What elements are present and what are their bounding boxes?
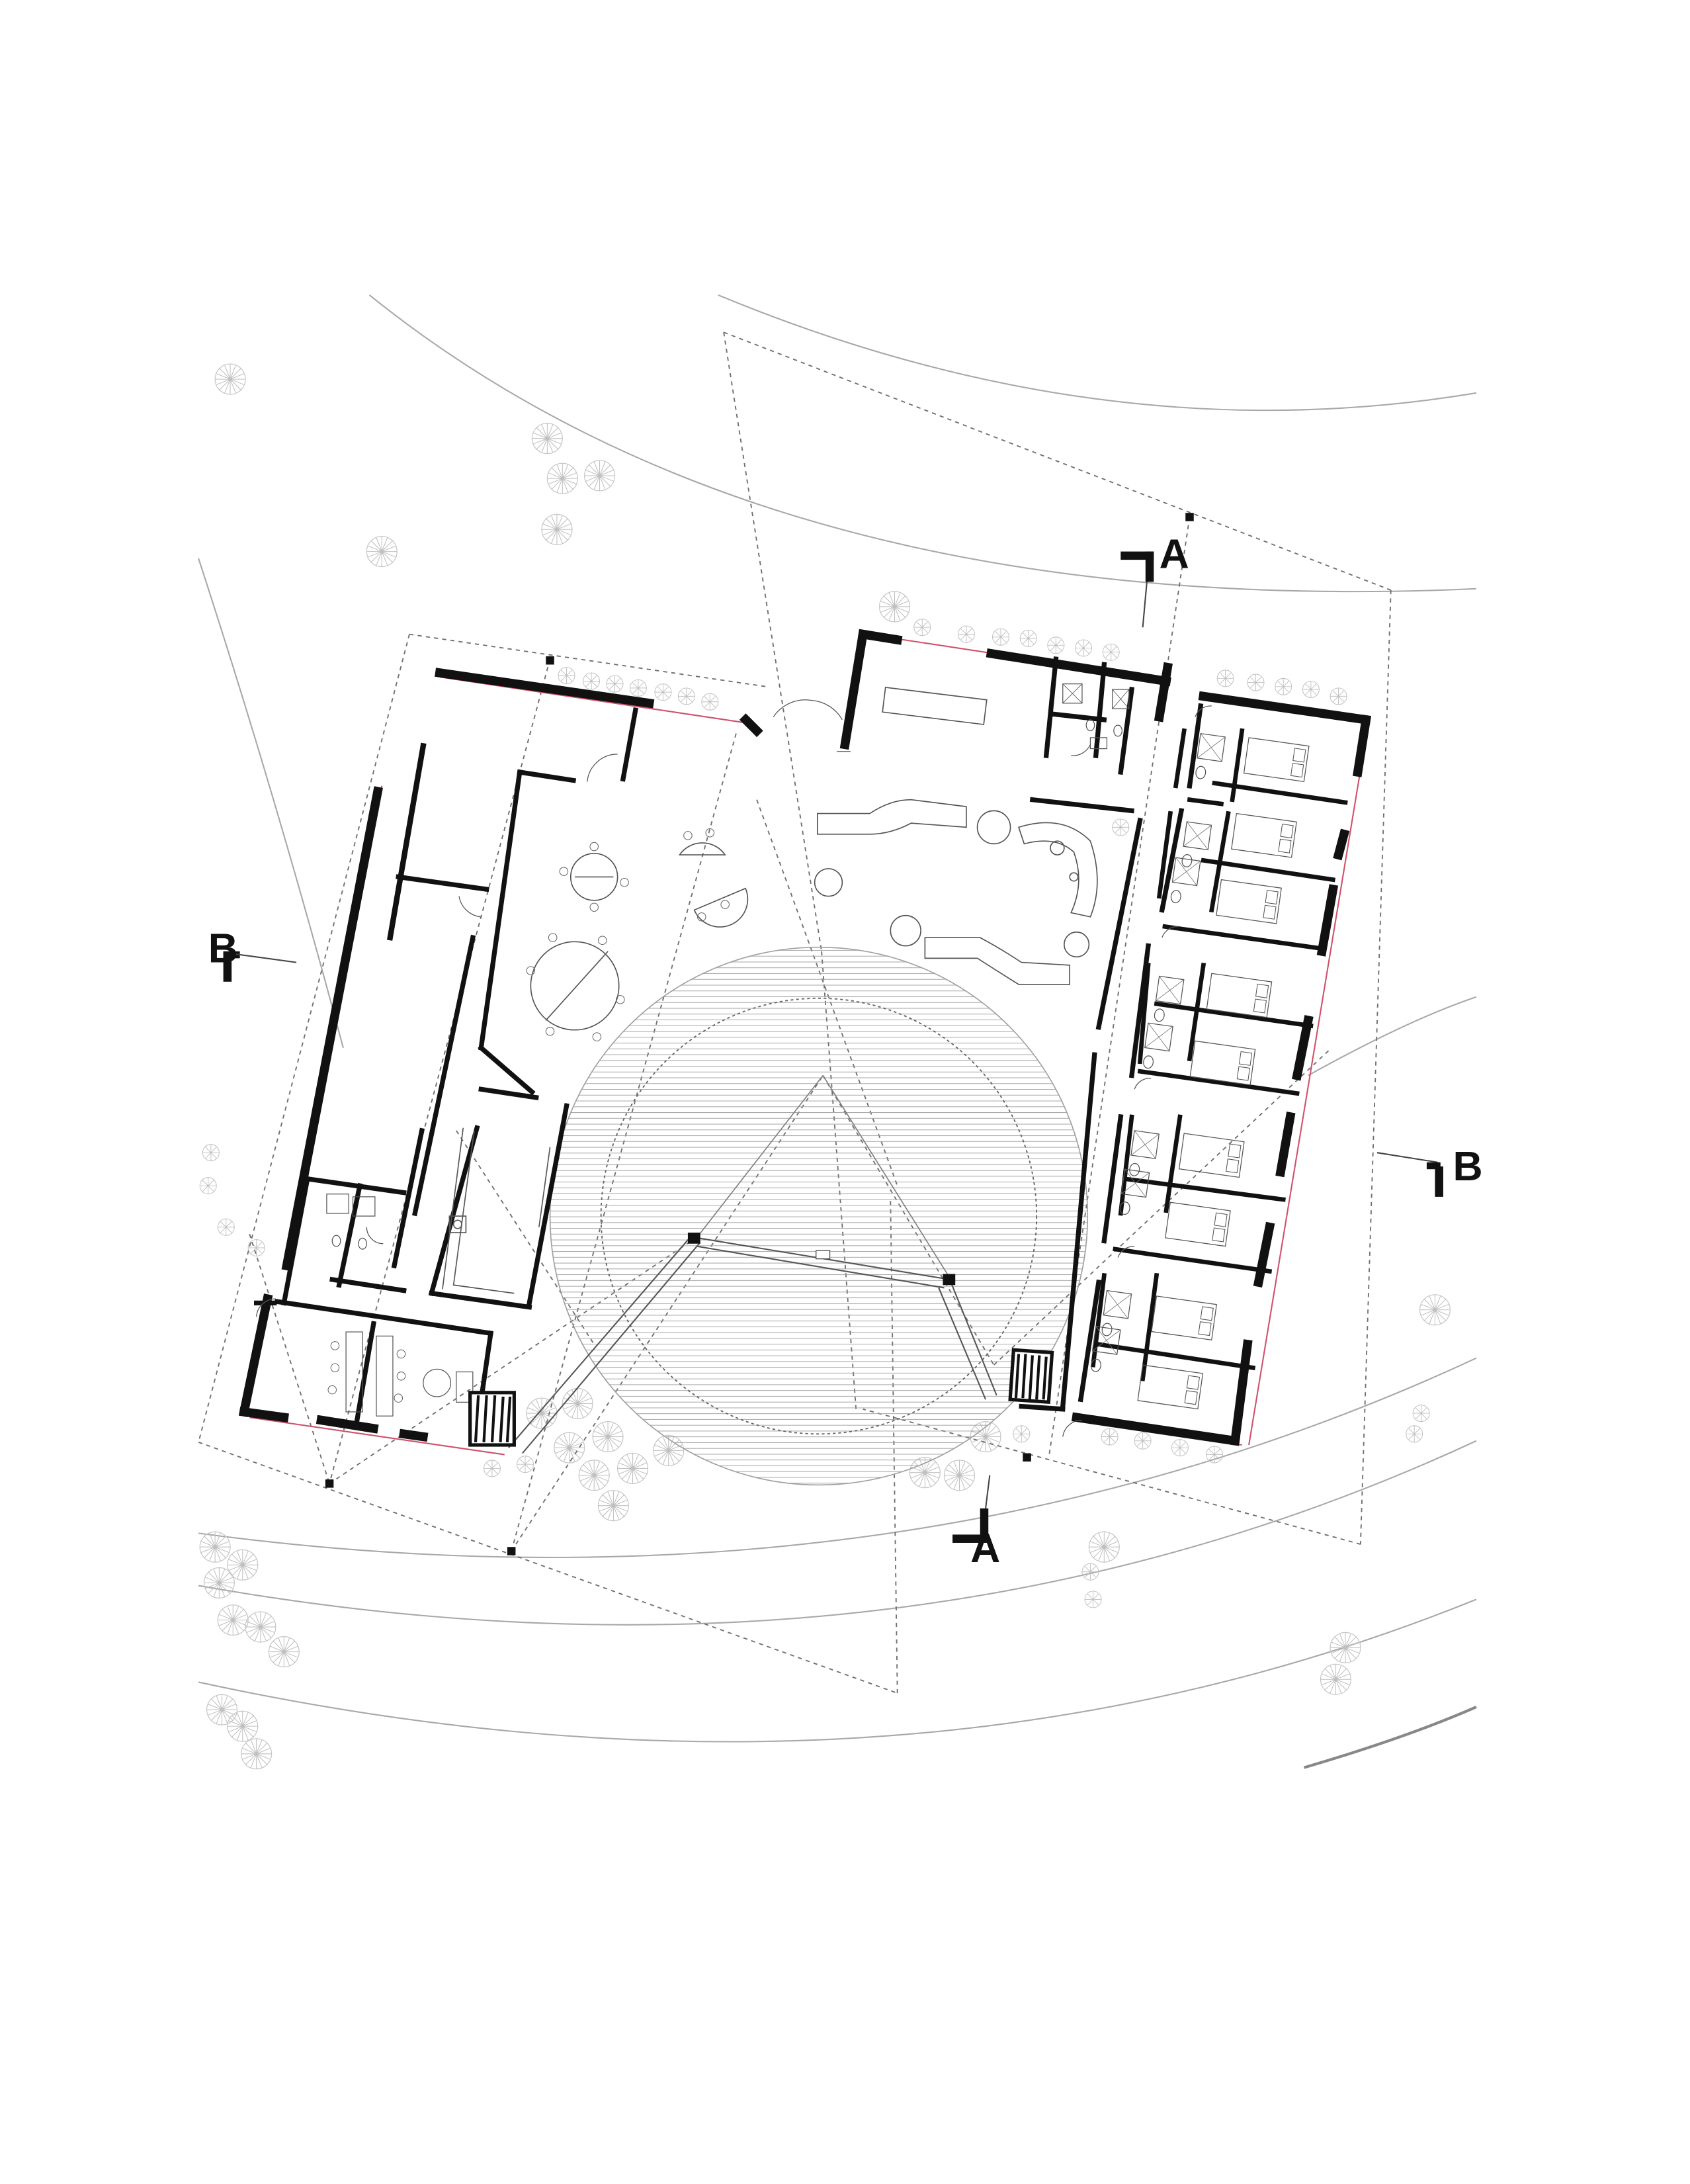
section-cut-marker-icon <box>1120 551 1154 628</box>
guest-rooms-wing <box>1062 662 1371 1446</box>
section-label: B <box>208 926 238 972</box>
v-walkway <box>508 1233 997 1454</box>
section-marker-a-south: A <box>952 1475 1000 1571</box>
dining-tables <box>526 828 749 1042</box>
central-courtyard <box>549 946 1089 1486</box>
section-marker-b-west: B <box>208 926 297 982</box>
west-wing <box>238 668 763 1456</box>
section-label: B <box>1453 1143 1483 1190</box>
section-cut-marker-icon <box>1376 1152 1443 1197</box>
section-label: A <box>1160 531 1189 578</box>
east-stair <box>1008 1348 1054 1405</box>
lounge-sofas <box>814 799 1098 985</box>
site-contours <box>198 294 1477 1769</box>
section-cut-marker-icon <box>223 951 297 982</box>
section-marker-b-east: B <box>1376 1143 1483 1197</box>
section-cut-marker-icon <box>952 1475 991 1543</box>
kitchen-counter <box>442 1127 551 1294</box>
section-label: A <box>970 1525 1000 1571</box>
section-marker-a-north: A <box>1120 531 1189 628</box>
structural-posts <box>325 513 1194 1555</box>
lounge-wing <box>773 629 1171 1412</box>
west-stair <box>468 1391 516 1447</box>
